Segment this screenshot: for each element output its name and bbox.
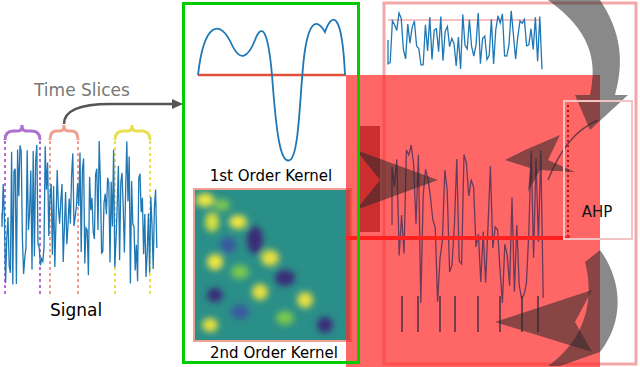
node-text: AHP bbox=[582, 204, 613, 221]
flow-arrows bbox=[356, 0, 628, 366]
heatmap bbox=[195, 190, 350, 340]
red-overlay bbox=[346, 75, 600, 367]
slice-arrow bbox=[64, 104, 174, 124]
time-axis bbox=[2, 212, 157, 215]
kernel-group-box: 1st Order Kernel 2nd Order Kernel bbox=[182, 2, 360, 364]
heatmap-blobs bbox=[196, 193, 333, 333]
output-trace bbox=[388, 11, 542, 70]
node-text: 1st Order Kernel bbox=[210, 168, 333, 185]
time-slices-label: Time Slices bbox=[34, 81, 130, 101]
red-line bbox=[346, 236, 570, 240]
time-axis bbox=[390, 220, 545, 223]
ahp-box: AHP bbox=[563, 100, 633, 240]
signal-label: Signal bbox=[50, 301, 102, 321]
second-order-kernel: 2nd Order Kernel bbox=[191, 188, 357, 364]
heatmap-border bbox=[194, 189, 351, 341]
panel-line bbox=[388, 19, 540, 21]
signal-trace bbox=[2, 141, 157, 285]
red-bar bbox=[360, 126, 380, 232]
kernel-curve bbox=[198, 20, 345, 161]
time-axis bbox=[388, 59, 540, 62]
output-trace bbox=[392, 145, 543, 303]
node-text: 2nd Order Kernel bbox=[210, 345, 338, 362]
